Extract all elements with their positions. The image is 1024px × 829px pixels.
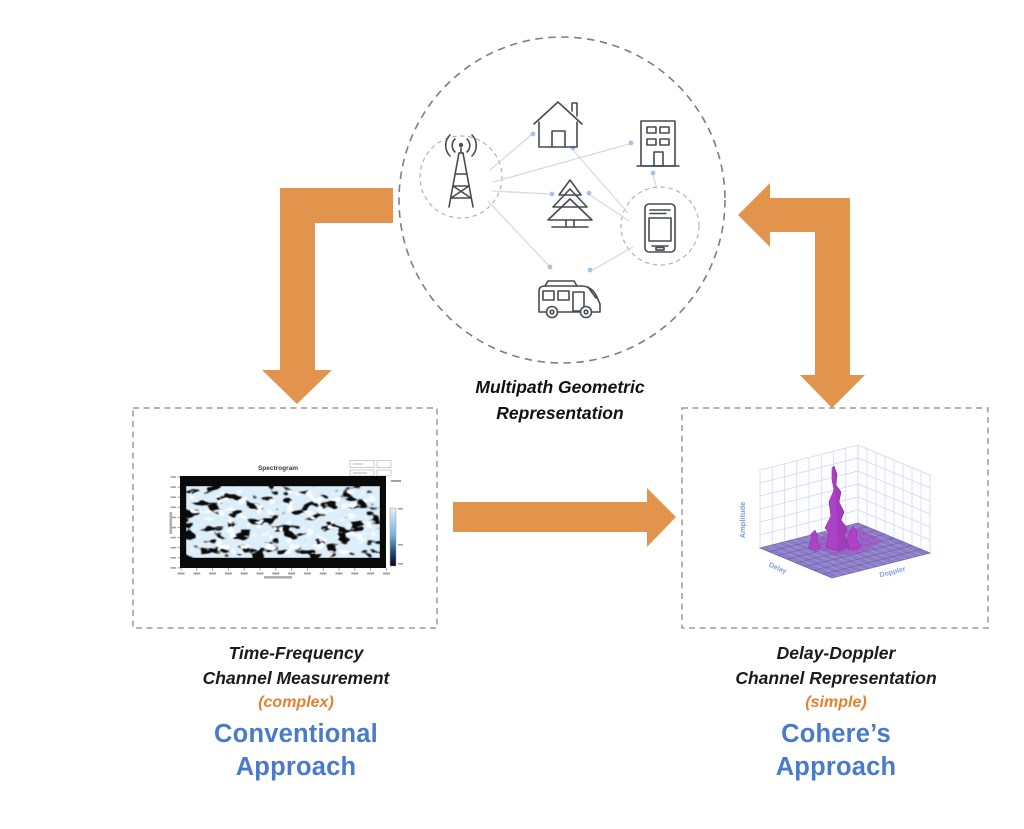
delay-axis-label: Delay [768,562,788,576]
axis-ticks [177,476,387,571]
multipath-links [487,134,658,272]
colorbar-top-label [391,480,401,482]
cell-tower-icon [444,134,478,208]
multipath-label-line1: Multipath Geometric [475,377,645,397]
delay-doppler-plot: Amplitude Delay Doppler [738,444,932,579]
left-panel-caption: Time-Frequency Channel Measurement (comp… [150,641,442,784]
right-qualifier: (simple) [805,694,867,711]
doppler-axis-label: Doppler [879,566,907,579]
main-peak-shade [834,466,849,551]
camper-van-icon [538,280,601,319]
pine-tree-icon [547,179,593,228]
receiver-circle [620,186,700,266]
conventional-approach-line1: Conventional [214,720,378,748]
side-peak-left [807,529,822,552]
y-axis-label [169,512,173,534]
spectrogram-title: Spectrogram [258,465,298,472]
house-icon [533,101,583,148]
right-caption-line2: Channel Representation [735,668,937,688]
axis-tick-labels [170,476,390,575]
colorbar [389,507,397,567]
side-peak-right [844,525,862,551]
multipath-label-line2: Representation [496,403,624,423]
left-caption-line2: Channel Measurement [202,668,390,688]
colorbar-tick [398,544,403,546]
main-peak [824,465,850,552]
conventional-approach-line2: Approach [235,753,357,781]
multipath-circle [398,36,726,364]
office-building-icon [636,120,680,167]
transmitter-circle [419,135,503,219]
right-panel-caption: Delay-Doppler Channel Representation (si… [690,641,982,784]
flow-arrows [262,183,865,547]
spectrogram-highlights [190,490,376,554]
colorbar-tick [398,508,403,510]
arrow-right-box-to-circle [738,183,865,408]
reflection-point-dots [530,131,656,273]
x-axis-label [264,576,292,579]
arrow-left-box-to-right-box [453,488,676,547]
multipath-representation-label: Multipath Geometric Representation [445,374,675,426]
spectrogram-plot: Spectrogram [166,456,406,584]
plot-toolbar-widgets [349,460,392,477]
colorbar-tick [398,563,403,565]
smartphone-icon [644,203,676,253]
cohere-approach-line1: Cohere’s [781,720,891,748]
right-panel-box [681,407,989,629]
left-caption-line1: Time-Frequency [228,643,364,663]
cohere-approach-line2: Approach [775,753,897,781]
right-caption-line1: Delay-Doppler [776,643,896,663]
amplitude-axis-label: Amplitude [738,502,747,539]
arrow-circle-to-left-box [262,188,393,404]
left-qualifier: (complex) [258,694,334,711]
wall-gridlines [759,448,931,550]
left-panel-box [132,407,438,629]
